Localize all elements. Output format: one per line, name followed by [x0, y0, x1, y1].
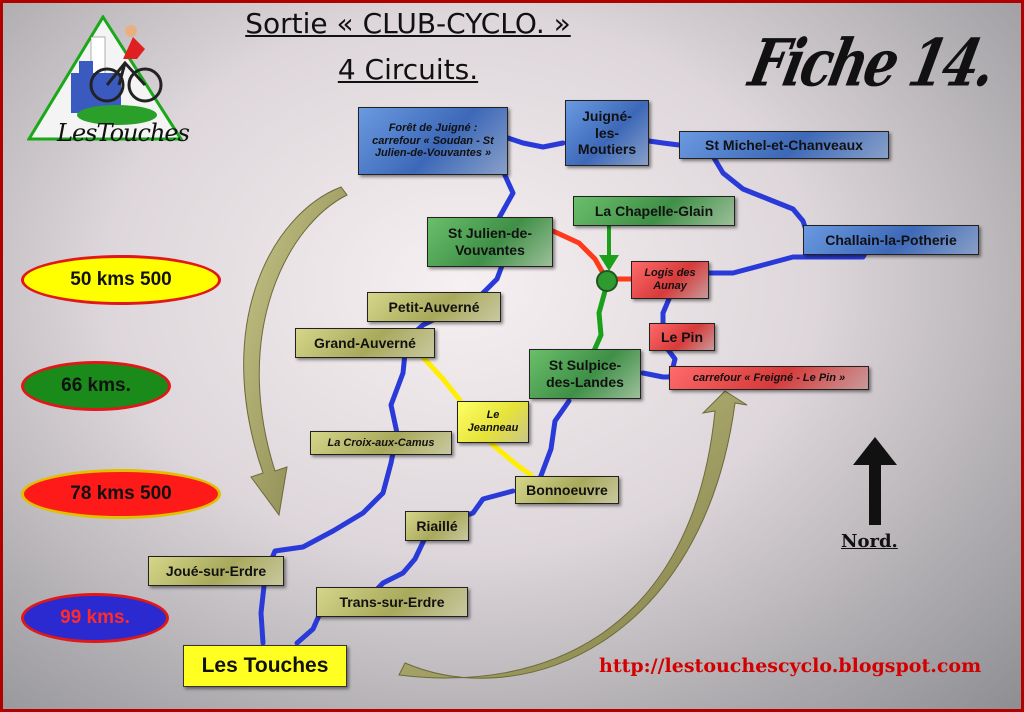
place-logis-des-aunay: Logis des Aunay — [631, 261, 709, 299]
start-point-marker — [596, 270, 618, 292]
place-riaille: Riaillé — [405, 511, 469, 541]
north-arrow-head — [853, 437, 897, 465]
sheet-number: Fiche 14. — [742, 25, 1000, 102]
place-la-chapelle-glain: La Chapelle-Glain — [573, 196, 735, 226]
place-bonnoeuvre: Bonnoeuvre — [515, 476, 619, 504]
place-les-touches: Les Touches — [183, 645, 347, 687]
place-carrefour-freigne-le-pin: carrefour « Freigné - Le Pin » — [669, 366, 869, 390]
direction-arrow-left — [243, 186, 348, 517]
legend-66km: 66 kms. — [21, 361, 171, 411]
place-st-michel-et-chanveaux: St Michel-et-Chanveaux — [679, 131, 889, 159]
direction-arrow-right — [398, 390, 748, 679]
page-title: Sortie « CLUB-CYCLO. » — [245, 7, 571, 40]
place-st-sulpice-des-landes: St Sulpice-des-Landes — [529, 349, 641, 399]
north-label: Nord. — [841, 531, 898, 552]
legend-78km: 78 kms 500 — [21, 469, 221, 519]
route-66km — [590, 288, 608, 356]
legend-99km: 99 kms. — [21, 593, 169, 643]
place-petit-auverne: Petit-Auverné — [367, 292, 501, 322]
legend-50km: 50 kms 500 — [21, 255, 221, 305]
logo-wordmark: LesTouches — [57, 119, 190, 147]
blog-url: http://lestouchescyclo.blogspot.com — [599, 655, 982, 677]
cyclist-logo-icon — [26, 14, 184, 141]
place-la-croix-aux-camus: La Croix-aux-Camus — [310, 431, 452, 455]
place-trans-sur-erdre: Trans-sur-Erdre — [316, 587, 468, 617]
page-subtitle: 4 Circuits. — [337, 53, 479, 86]
place-grand-auverne: Grand-Auverné — [295, 328, 435, 358]
place-le-jeanneau: Le Jeanneau — [457, 401, 529, 443]
pointer-arrowhead — [599, 255, 619, 271]
place-joue-sur-erdre: Joué-sur-Erdre — [148, 556, 284, 586]
north-arrow-shaft — [869, 463, 881, 525]
place-challain-la-potherie: Challain-la-Potherie — [803, 225, 979, 255]
place-st-julien-de-vouvantes: St Julien-de-Vouvantes — [427, 217, 553, 267]
route-78km — [550, 228, 638, 282]
place-foret-de-juigne: Forêt de Juigné : carrefour « Soudan - S… — [358, 107, 508, 175]
place-juigne-les-moutiers: Juigné-les-Moutiers — [565, 100, 649, 166]
club-logo: LesTouches — [26, 14, 190, 147]
place-le-pin: Le Pin — [649, 323, 715, 351]
